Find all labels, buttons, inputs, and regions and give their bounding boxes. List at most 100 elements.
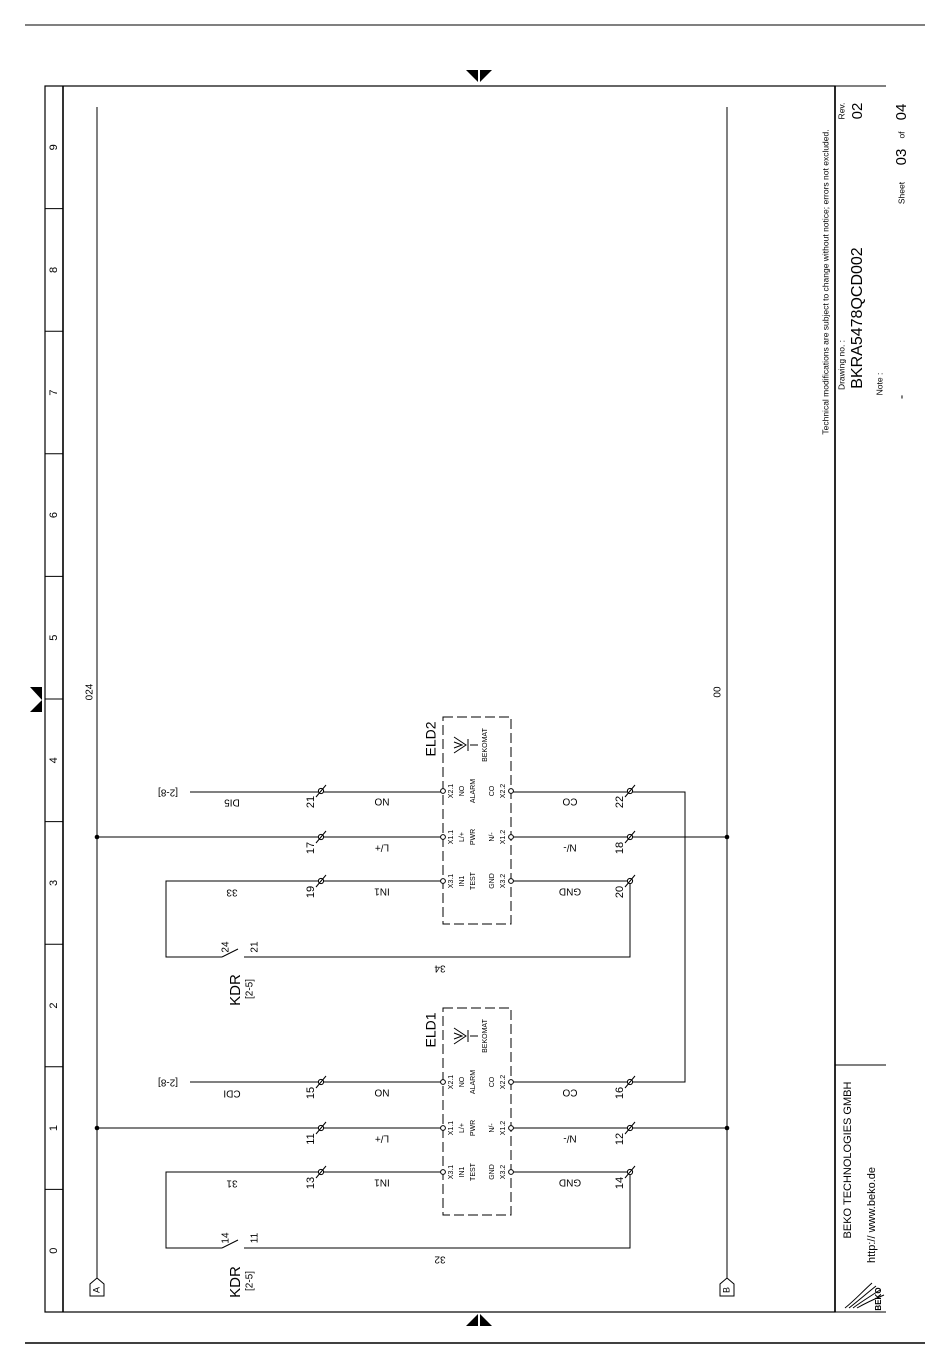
right-signal-label: N/- [563,841,576,852]
device-brand: BEKOMAT [482,727,489,761]
pin-connector [508,788,514,794]
sheet-of-label: of [896,131,906,139]
terminal-slash [624,874,636,888]
device-label: ELD2 [423,721,439,756]
pin-label: N/- [489,1123,496,1133]
relay-2-ref: [2-5] [245,979,256,999]
wire-32-label: 32 [434,1253,446,1264]
column-number: 3 [48,880,60,886]
pin-label: X1.1 [448,830,455,845]
pin-label: X3.1 [448,874,455,889]
pin-label: X1.1 [448,1121,455,1136]
column-number: 9 [48,144,60,150]
top-potential-label: 024 [85,683,96,700]
pin-label: ALARM [470,779,477,803]
left-signal-label: NO [374,795,389,806]
pin-connector [508,1169,514,1175]
pin-connector [440,878,446,884]
terminal-slash [315,874,327,888]
left-signal-label: L/+ [375,841,389,852]
relay-2-pin-a: 24 [221,941,232,953]
terminal-slash [624,1165,636,1179]
wire-34-label: 34 [434,962,446,973]
terminal-slash [624,830,636,844]
supply-rails [96,107,728,1278]
right-signal-label: CO [562,795,577,806]
sheet-total: 04 [893,104,910,121]
terminal-slash [315,1165,327,1179]
pin-label: IN1 [459,1166,466,1177]
ref-di5-label: [2-8] [158,786,178,797]
pin-label: N/- [489,832,496,842]
terminal-number: 16 [614,1087,626,1099]
pin-label: X2.2 [500,1075,507,1090]
relay-1-ref: [2-5] [245,1271,256,1291]
pin-connector [508,878,514,884]
terminal-number: 20 [614,886,626,898]
centering-marks [30,70,492,1326]
bekomat-symbol-icon [453,736,478,754]
rail-terminal-b: B [719,1277,735,1297]
terminal-number: 21 [305,796,317,808]
device-brand: BEKOMAT [482,1018,489,1052]
pin-connector [508,1125,514,1131]
pin-label: X2.1 [448,1075,455,1090]
left-signal-label: L/+ [375,1132,389,1143]
column-number: 4 [48,757,60,763]
beko-logo: BEKO [844,1282,885,1311]
ref-cdi-label: [2-8] [158,1076,178,1087]
note-label: Note : [874,373,884,396]
terminal-number: 12 [614,1133,626,1145]
rail-letter-a: A [91,1287,101,1293]
left-signal-label: IN1 [374,1176,390,1187]
pin-label: X1.2 [500,1121,507,1136]
terminal-slash [315,830,327,844]
column-number: 7 [48,389,60,395]
company-name: BEKO TECHNOLOGIES GMBH [842,1082,854,1239]
pin-label: CO [489,1076,496,1087]
pin-label: X3.1 [448,1165,455,1180]
pin-label: NO [459,785,466,796]
rail-letter-b: B [721,1287,731,1293]
signal-di5-label: DI5 [224,796,240,807]
pin-label: L/+ [459,1123,466,1133]
rev-label: Rev. [836,103,846,120]
left-signal-label: NO [374,1086,389,1097]
wire-31-label: 31 [226,1177,238,1188]
pin-label: X3.2 [500,1165,507,1180]
pin-label: NO [459,1076,466,1087]
relay-1-label: KDR [227,1266,244,1298]
rail-terminal-a: A [89,1277,105,1297]
pin-connector [508,834,514,840]
column-number: 8 [48,267,60,273]
signal-cdi-label: CDI [223,1087,240,1098]
pin-label: CO [489,785,496,796]
wiring [97,791,727,1249]
terminal-number: 11 [305,1133,317,1144]
disclaimer-text: Technical modifications are subject to c… [820,129,830,434]
column-number: 1 [48,1125,60,1131]
terminal-number: 18 [614,842,626,854]
drawing-no-value: BKRA5478QCD002 [849,247,866,389]
pin-label: GND [489,873,496,889]
pin-label: ALARM [470,1070,477,1094]
relay-2-label: KDR [227,974,244,1006]
terminal-number: 15 [305,1087,317,1099]
pin-label: X2.1 [448,784,455,799]
pin-label: TEST [470,1162,477,1181]
terminal-slash [624,1075,636,1089]
terminal-slash [624,784,636,798]
column-number: 5 [48,635,60,641]
relay-1-pin-a: 14 [221,1232,232,1244]
bekomat-symbol-icon [453,1027,478,1045]
drawing-no-label: Drawing no. : [836,340,846,390]
terminal-slash [624,1121,636,1135]
right-signal-label: GND [559,1176,581,1187]
pin-connector [440,1125,446,1131]
pin-label: PWR [470,829,477,845]
